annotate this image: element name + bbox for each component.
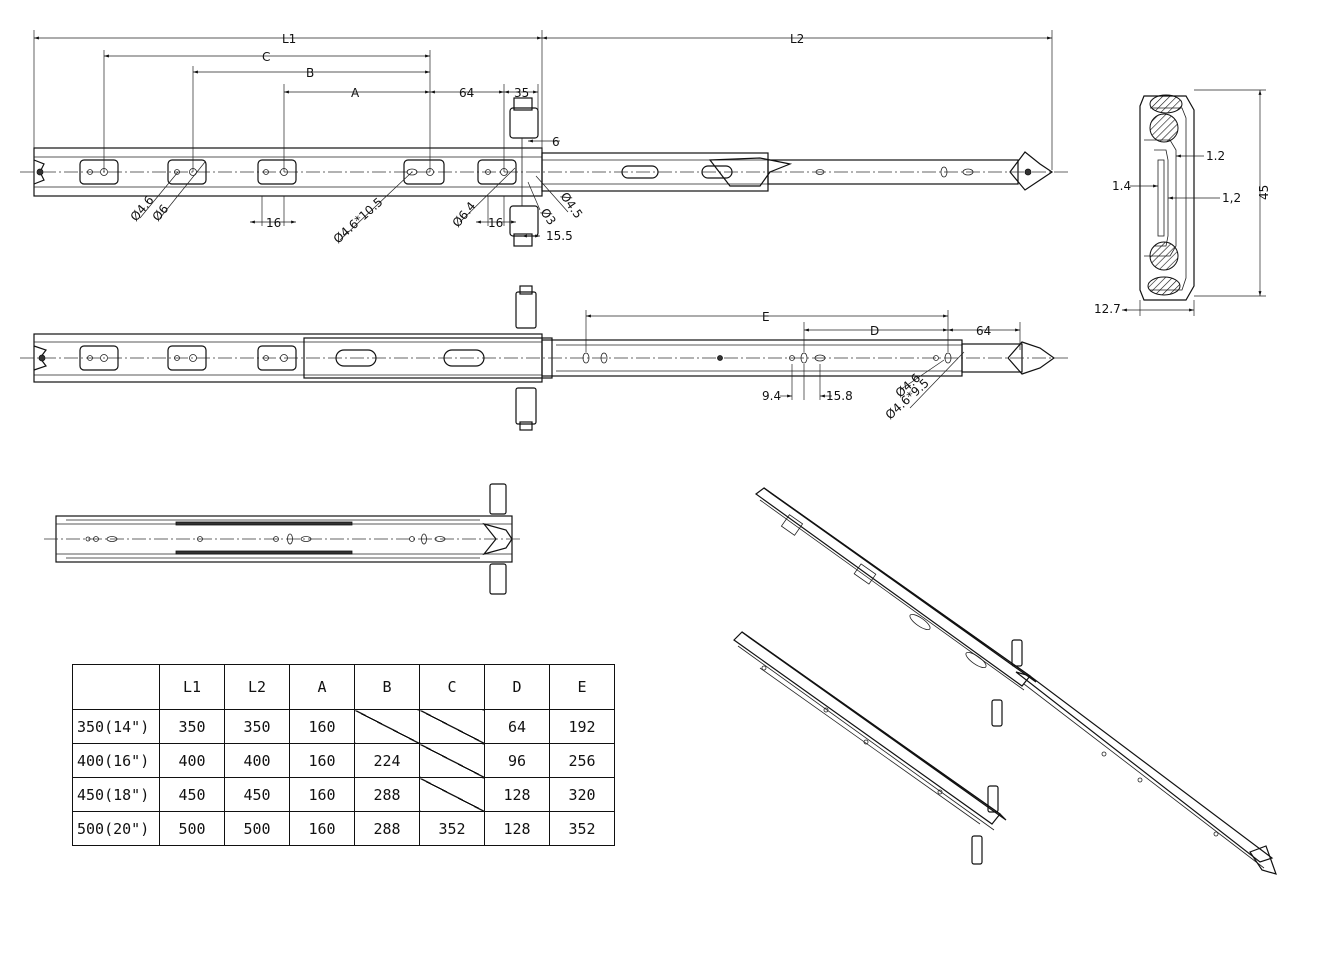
dim-45: 45 bbox=[1257, 185, 1271, 200]
cell-A: 160 bbox=[289, 743, 355, 778]
cell-L2: 350 bbox=[224, 709, 290, 744]
cell-C-empty bbox=[419, 709, 485, 744]
cell-D: 128 bbox=[484, 777, 550, 812]
cell-size: 350(14") bbox=[72, 709, 160, 744]
top-dimensions bbox=[33, 30, 1053, 241]
slot-4-6x10-5: Ø4.6*10.5 bbox=[331, 195, 386, 246]
header-B: B bbox=[354, 664, 420, 710]
ball-bottom bbox=[1147, 276, 1181, 296]
cell-L2: 400 bbox=[224, 743, 290, 778]
cell-B-empty bbox=[354, 709, 420, 744]
isometric-view-closed bbox=[733, 631, 1007, 865]
header-D: D bbox=[484, 664, 550, 710]
table-row: 450(18") 450 450 160 288 128 320 bbox=[72, 777, 615, 812]
side-view: E D 64 9.4 15.8 Ø4.6 Ø4.6*9.5 bbox=[20, 285, 1068, 431]
header-size bbox=[72, 664, 160, 710]
hole-3: Ø3 bbox=[538, 206, 559, 228]
table-row: 350(14") 350 350 160 64 192 bbox=[72, 709, 615, 744]
cell-L1: 500 bbox=[159, 811, 225, 846]
cell-D: 96 bbox=[484, 743, 550, 778]
header-E: E bbox=[549, 664, 615, 710]
cell-L2: 500 bbox=[224, 811, 290, 846]
side-dimensions bbox=[585, 310, 1021, 409]
dim-1-4: 1.4 bbox=[1112, 179, 1131, 193]
dim-B: B bbox=[306, 66, 314, 80]
cell-A: 160 bbox=[289, 811, 355, 846]
extension-bar bbox=[767, 159, 1019, 185]
cell-L1: 400 bbox=[159, 743, 225, 778]
cell-E: 320 bbox=[549, 777, 615, 812]
dim-1-2a: 1.2 bbox=[1206, 149, 1225, 163]
header-L2: L2 bbox=[224, 664, 290, 710]
dim-D: D bbox=[870, 324, 879, 338]
cell-B: 224 bbox=[354, 743, 420, 778]
dim-A: A bbox=[351, 86, 360, 100]
cell-A: 160 bbox=[289, 709, 355, 744]
cell-size: 450(18") bbox=[72, 777, 160, 812]
rail-tip bbox=[1009, 151, 1054, 191]
dim-C: C bbox=[262, 50, 270, 64]
cell-B: 288 bbox=[354, 777, 420, 812]
dim-64-side: 64 bbox=[976, 324, 991, 338]
bottom-view bbox=[44, 483, 520, 595]
cell-L1: 450 bbox=[159, 777, 225, 812]
cell-C-empty bbox=[419, 743, 485, 778]
isometric-view-extended bbox=[754, 487, 1277, 875]
dim-64: 64 bbox=[459, 86, 474, 100]
header-A: A bbox=[289, 664, 355, 710]
dim-E: E bbox=[762, 310, 770, 324]
cell-E: 256 bbox=[549, 743, 615, 778]
header-C: C bbox=[419, 664, 485, 710]
cell-D: 64 bbox=[484, 709, 550, 744]
cell-E: 192 bbox=[549, 709, 615, 744]
dim-16a: 16 bbox=[266, 216, 281, 230]
dim-L2: L2 bbox=[790, 32, 804, 46]
mounting-slots-side bbox=[79, 345, 952, 371]
cell-D: 128 bbox=[484, 811, 550, 846]
cell-B: 288 bbox=[354, 811, 420, 846]
cell-size: 500(20") bbox=[72, 811, 160, 846]
holes-bottom bbox=[85, 533, 446, 545]
specification-table: L1 L2 A B C D E 350(14") 350 350 160 64 … bbox=[72, 664, 615, 846]
ball-upper bbox=[1149, 113, 1179, 143]
cell-A: 160 bbox=[289, 777, 355, 812]
cell-E: 352 bbox=[549, 811, 615, 846]
dim-1-2b: 1,2 bbox=[1222, 191, 1241, 205]
hole-4-6: Ø4.6 bbox=[128, 193, 157, 224]
dim-35: 35 bbox=[514, 86, 529, 100]
dim-L1: L1 bbox=[282, 32, 296, 46]
dim-16b: 16 bbox=[488, 216, 503, 230]
dim-9-4: 9.4 bbox=[762, 389, 781, 403]
header-L1: L1 bbox=[159, 664, 225, 710]
cell-L1: 350 bbox=[159, 709, 225, 744]
dim-6: 6 bbox=[552, 135, 560, 149]
ball-top bbox=[1149, 94, 1183, 114]
table-row: 400(16") 400 400 160 224 96 256 bbox=[72, 743, 615, 778]
cell-C-empty bbox=[419, 777, 485, 812]
table-row: 500(20") 500 500 160 288 352 128 352 bbox=[72, 811, 615, 846]
cross-section: 45 12.7 1.2 1.4 1,2 bbox=[1094, 89, 1271, 316]
cell-L2: 450 bbox=[224, 777, 290, 812]
release-clip-side bbox=[515, 285, 537, 431]
cell-size: 400(16") bbox=[72, 743, 160, 778]
dim-15-8: 15.8 bbox=[826, 389, 853, 403]
table-header-row: L1 L2 A B C D E bbox=[72, 664, 615, 710]
dim-15-5: 15.5 bbox=[546, 229, 573, 243]
top-view: L1 L2 C B A 64 35 6 16 16 15.5 Ø4.6 Ø6 Ø… bbox=[20, 30, 1068, 247]
dim-12-7: 12.7 bbox=[1094, 302, 1121, 316]
cell-C: 352 bbox=[419, 811, 485, 846]
ball-lower bbox=[1149, 241, 1179, 271]
hole-6-4: Ø6.4 bbox=[450, 199, 479, 230]
